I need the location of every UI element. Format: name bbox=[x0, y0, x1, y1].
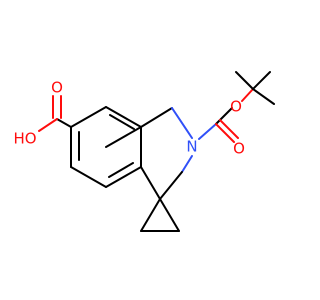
ring-n-ch2-bond bbox=[181, 155, 193, 173]
aromatic-bond-4 bbox=[70, 166, 107, 188]
n-carbonyl-bond bbox=[198, 123, 217, 140]
aromatic-inner-double-2 bbox=[108, 162, 134, 178]
ring-spiro-aromatic-bond bbox=[140, 166, 161, 200]
aromatic-bond-1 bbox=[105, 126, 142, 148]
aromatic-bond-3 bbox=[105, 166, 142, 188]
aromatic-inner-double-1 bbox=[109, 114, 135, 130]
ring-ch2-spiro-bond bbox=[159, 171, 183, 200]
carboxyl-oh-bond bbox=[38, 118, 58, 132]
molecule-structure-diagram: O HO N O O bbox=[13, 71, 275, 232]
carboxyl-c-bond bbox=[56, 118, 72, 128]
hydroxyl-label: HO bbox=[13, 130, 36, 148]
carboxyl-oxo-label: O bbox=[51, 79, 63, 97]
ring-nitrogen-label: N bbox=[186, 138, 197, 156]
ring-ch2-bond-1 bbox=[140, 107, 173, 128]
ring-ch2-n-bond bbox=[171, 107, 193, 139]
tert-butyl-methyl-1 bbox=[235, 71, 254, 90]
carbonyl-to-ester-bond bbox=[215, 107, 233, 125]
cyclopropane-bond-3 bbox=[159, 198, 180, 232]
ester-oxygen-label: O bbox=[230, 98, 242, 116]
bonds bbox=[38, 71, 275, 232]
carbonyl-oxo-bond-1 bbox=[215, 123, 235, 143]
cyclopropane-bond-1 bbox=[140, 198, 161, 232]
ester-to-tert-butyl-bond bbox=[241, 88, 254, 102]
aromatic-bond-7 bbox=[105, 106, 142, 128]
tert-butyl-methyl-2 bbox=[252, 71, 271, 90]
tert-butyl-methyl-3 bbox=[252, 88, 275, 105]
aromatic-bond-6 bbox=[70, 106, 107, 128]
carbamate-oxo-label: O bbox=[233, 140, 245, 158]
atom-labels: O HO N O O bbox=[13, 79, 244, 158]
carbonyl-oxo-bond-2 bbox=[219, 119, 239, 139]
